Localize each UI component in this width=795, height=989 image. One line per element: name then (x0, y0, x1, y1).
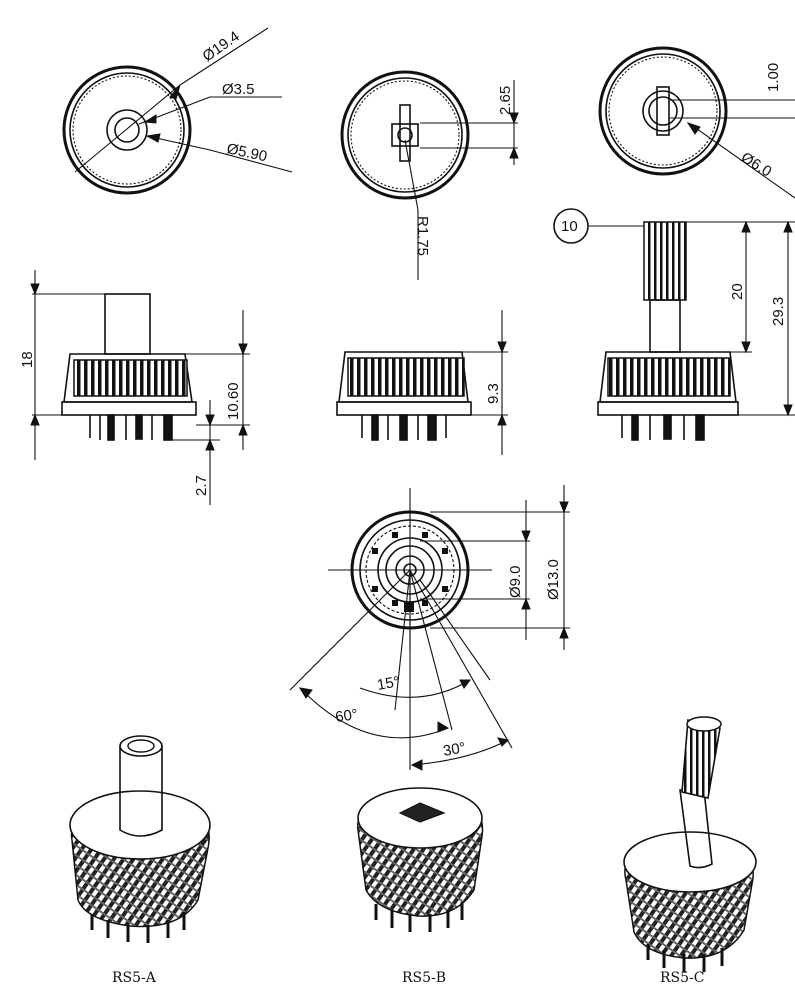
iso-view-a: RS5-A (69, 735, 211, 986)
dim-d-c: Ø6.0 (738, 149, 775, 181)
top-view-c: 1.00 Ø6.0 (598, 46, 795, 199)
iso-view-b: RS5-B (356, 787, 484, 986)
dim-d-outer: Ø19.4 (200, 28, 243, 65)
dim-angle-15: 15° (376, 673, 401, 694)
top-view-b: 2.65 R1.75 (340, 70, 519, 280)
iso-view-c: RS5-C (623, 716, 757, 986)
dim-gap: 1.00 (765, 63, 782, 92)
dim-body-a: 10.60 (225, 382, 242, 420)
side-view-c: 10 20 29.3 (553, 208, 795, 441)
dim-angle-30: 30° (442, 739, 467, 760)
dim-d-inner: Ø3.5 (222, 81, 255, 98)
dim-shaft-c: 20 (729, 283, 746, 300)
dim-pin-a: 2.7 (193, 475, 210, 496)
dim-body-b: 9.3 (485, 383, 502, 404)
dim-knurl-len: 10 (561, 218, 578, 235)
label-rs5-c: RS5-C (660, 970, 704, 986)
dim-d-inner-bottom: Ø9.0 (507, 565, 524, 598)
dim-d-outer-bottom: Ø13.0 (545, 559, 562, 600)
dim-total-c: 29.3 (770, 297, 787, 326)
dim-height-top: 2.65 (497, 86, 514, 115)
side-view-a: 18 10.60 2.7 (19, 270, 250, 505)
label-rs5-a: RS5-A (112, 970, 157, 986)
dim-radius: R1.75 (414, 216, 431, 256)
side-view-b: 9.3 (336, 310, 508, 455)
dim-angle-60: 60° (334, 706, 359, 726)
top-view-a: Ø19.4 Ø3.5 Ø5.90 (62, 27, 293, 195)
dim-d-shaft: Ø5.90 (225, 140, 269, 165)
dim-height-a: 18 (19, 351, 36, 368)
bottom-view: Ø9.0 Ø13.0 15° 60° 30° (289, 485, 570, 771)
label-rs5-b: RS5-B (402, 970, 446, 986)
